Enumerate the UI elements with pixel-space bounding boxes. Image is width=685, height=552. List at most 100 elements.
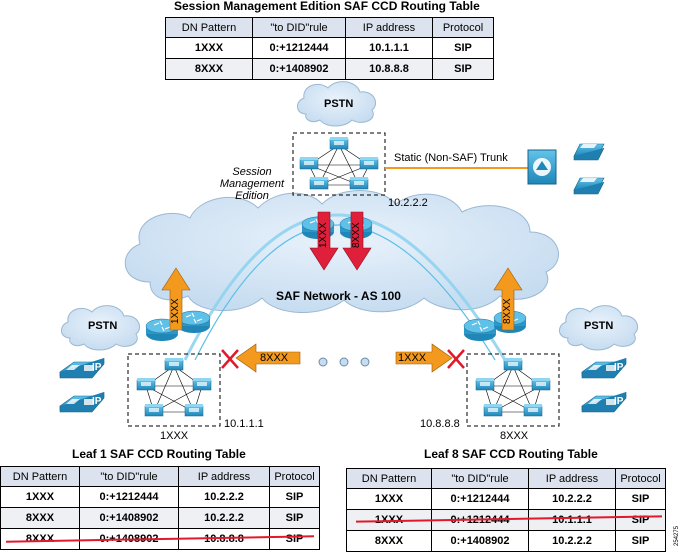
ellipsis-dots: [318, 357, 370, 367]
sip-trunk-arc-outer: [183, 213, 507, 361]
table-cell: 8XXX: [346, 530, 432, 552]
figure-id: 254275: [674, 525, 680, 546]
arrow-label-left-up: 1XXX: [170, 298, 181, 324]
table-cell: 0:+1408902: [252, 58, 346, 80]
column-header: DN Pattern: [165, 17, 253, 38]
table-row: 8XXX 0:+1408902 10.2.2.2 SIP: [0, 507, 320, 529]
pstn-cloud-left: [61, 305, 140, 351]
red-x-left-icon: [221, 349, 239, 369]
column-header: DN Pattern: [346, 468, 432, 489]
table-cell: SIP: [432, 37, 494, 59]
phone-ip-label: IP: [614, 362, 624, 373]
pbx-icon: [527, 149, 557, 185]
table-cell: 1XXX: [0, 486, 80, 508]
router-icon: [463, 318, 497, 342]
leaf8-table-title: Leaf 8 SAF CCD Routing Table: [424, 447, 598, 461]
sme-label-line: Edition: [235, 190, 269, 202]
server-icon: [136, 377, 156, 391]
sme-label: Session Management Edition: [212, 166, 292, 202]
table-cell: SIP: [269, 528, 320, 550]
column-header: IP address: [528, 468, 616, 489]
column-header: DN Pattern: [0, 466, 80, 487]
server-icon: [483, 403, 503, 417]
server-icon: [475, 377, 495, 391]
leaf1-dn-label: 1XXX: [160, 430, 189, 442]
server-icon: [523, 403, 543, 417]
table-cell: SIP: [615, 509, 666, 531]
server-icon: [192, 377, 212, 391]
red-arrow-down-8xxx: [342, 211, 372, 271]
server-icon: [531, 377, 551, 391]
pstn-label-top: PSTN: [324, 98, 354, 110]
table-cell: 10.2.2.2: [528, 530, 616, 552]
column-header: Protocol: [269, 466, 320, 487]
arrow-label-center-2: 8XXX: [351, 222, 362, 248]
server-icon: [349, 176, 369, 190]
orange-arrow-up-left: [161, 267, 191, 331]
pstn-cloud-top: [297, 81, 376, 127]
sme-label-line: Session: [232, 166, 272, 178]
column-header: "to DID"rule: [252, 17, 346, 38]
server-icon: [184, 403, 204, 417]
table-cell: 0:+1212444: [431, 488, 529, 510]
column-header: IP address: [345, 17, 433, 38]
table-cell: SIP: [269, 486, 320, 508]
table-cell: 10.8.8.8: [345, 58, 433, 80]
phone-ip-label: IP: [92, 362, 102, 373]
pstn-label-right: PSTN: [584, 320, 614, 332]
sme-label-line: Management: [219, 178, 285, 190]
table-row: 1XXX 0:+1212444 10.1.1.1 SIP: [165, 37, 494, 59]
table-cell: SIP: [615, 530, 666, 552]
table-cell: 10.1.1.1: [345, 37, 433, 59]
table-cell: 0:+1212444: [79, 486, 179, 508]
column-header: Protocol: [615, 468, 666, 489]
server-icon: [299, 156, 319, 170]
server-icon: [144, 403, 164, 417]
orange-arrow-up-right: [493, 267, 523, 331]
table-cell: 1XXX: [346, 488, 432, 510]
table-cell: 10.1.1.1: [528, 509, 616, 531]
arrow-label-right-horiz: 1XXX: [398, 352, 427, 364]
server-icon: [309, 176, 329, 190]
sip-trunk-arc-inner: [194, 224, 496, 361]
table-row: 8XXX 0:+1408902 10.8.8.8 SIP: [165, 58, 494, 80]
saf-network-label: SAF Network - AS 100: [276, 289, 401, 303]
leaf1-ip-label: 10.1.1.1: [224, 418, 264, 430]
leaf8-cluster-box: [466, 353, 560, 427]
table-cell: SIP: [615, 488, 666, 510]
column-header: "to DID"rule: [79, 466, 179, 487]
table-cell: 10.2.2.2: [528, 488, 616, 510]
table-cell: 8XXX: [165, 58, 253, 80]
table-cell: 1XXX: [165, 37, 253, 59]
leaf8-ip-label: 10.8.8.8: [420, 418, 460, 430]
router-icon: [177, 310, 211, 334]
table-row: 1XXX 0:+1212444 10.2.2.2 SIP: [346, 488, 666, 510]
red-arrow-down-1xxx: [309, 211, 339, 271]
server-icon: [164, 357, 184, 371]
orange-arrow-right-1xxx: [395, 343, 453, 373]
table-row-struck: 8XXX 0:+1408902 10.8.8.8 SIP: [0, 528, 320, 550]
sme-table-title: Session Management Edition SAF CCD Routi…: [174, 0, 480, 13]
server-icon: [503, 357, 523, 371]
leaf1-routing-table: DN Pattern "to DID"rule IP address Proto…: [0, 466, 320, 550]
table-header-row: DN Pattern "to DID"rule IP address Proto…: [165, 17, 494, 38]
table-cell: SIP: [432, 58, 494, 80]
sme-cluster-box: [292, 132, 386, 196]
arrow-label-center-1: 1XXX: [318, 222, 329, 248]
phone-icon: [573, 177, 605, 195]
leaf1-cluster-box: [127, 353, 221, 427]
leaf8-dn-label: 8XXX: [500, 430, 529, 442]
table-cell: 8XXX: [0, 507, 80, 529]
table-row: 8XXX 0:+1408902 10.2.2.2 SIP: [346, 530, 666, 552]
red-x-right-icon: [447, 349, 465, 369]
column-header: IP address: [178, 466, 270, 487]
arrow-label-left-horiz: 8XXX: [260, 352, 289, 364]
pstn-label-left: PSTN: [88, 320, 118, 332]
pstn-cloud-right: [559, 305, 638, 351]
column-header: "to DID"rule: [431, 468, 529, 489]
column-header: Protocol: [432, 17, 494, 38]
phone-ip-label: IP: [614, 396, 624, 407]
leaf1-table-title: Leaf 1 SAF CCD Routing Table: [72, 447, 246, 461]
phone-ip-label: IP: [92, 396, 102, 407]
